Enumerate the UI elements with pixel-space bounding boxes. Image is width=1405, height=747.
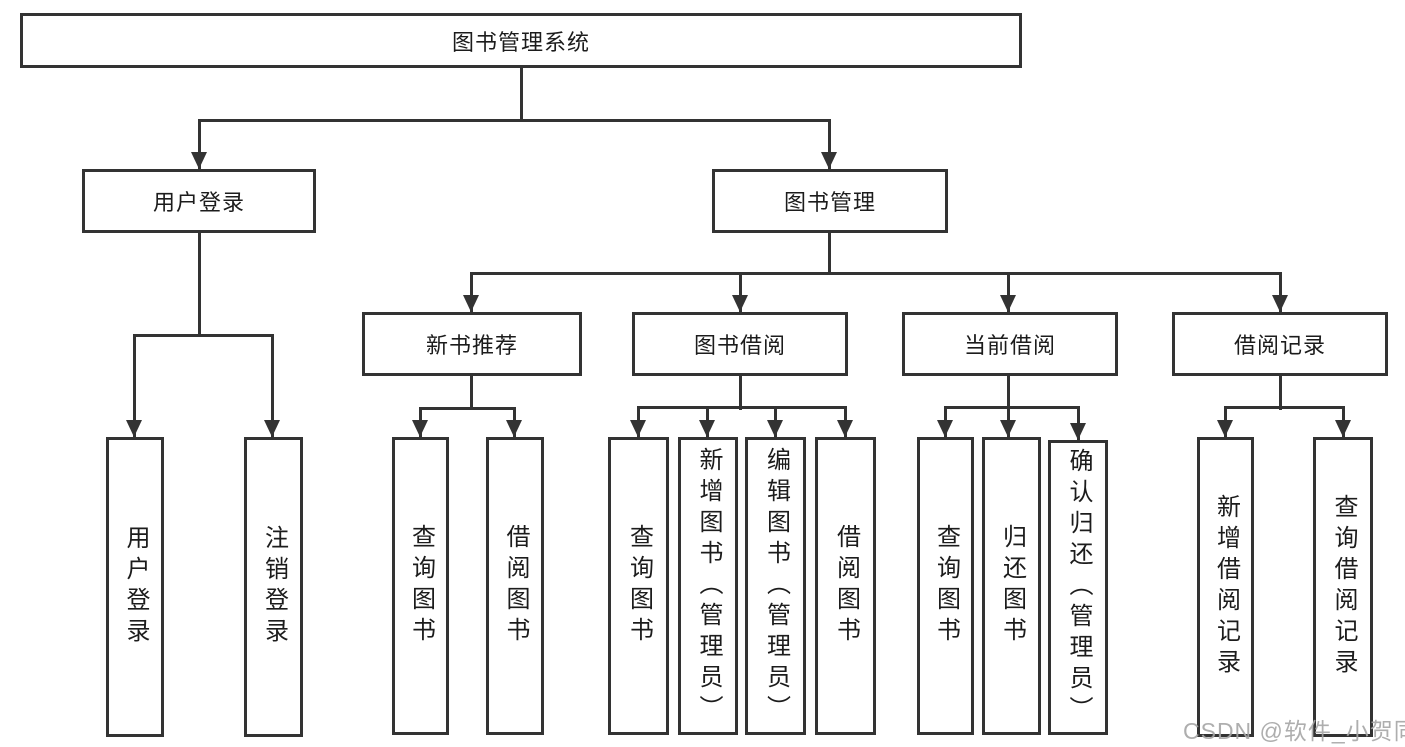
connector-line (827, 120, 831, 169)
leaf-current-confirm-admin: 确认归还（管理员） (1048, 440, 1108, 735)
leaf-record-add: 新增借阅记录 (1197, 437, 1254, 737)
connector-line (636, 405, 847, 409)
arrow-down-icon (506, 420, 522, 437)
node-root: 图书管理系统 (20, 13, 1022, 68)
leaf-logout: 注销登录 (244, 437, 303, 737)
leaf-borrow-add-admin: 新增图书（管理员） (678, 437, 738, 735)
arrow-down-icon (630, 420, 646, 437)
connector-line (827, 232, 831, 275)
connector-line (197, 232, 201, 337)
arrow-down-icon (463, 295, 479, 312)
connector-line (197, 120, 201, 169)
connector-line (943, 405, 1080, 409)
connector-line (469, 271, 1282, 275)
arrow-down-icon (1000, 420, 1016, 437)
arrow-down-icon (1000, 295, 1016, 312)
node-user-login: 用户登录 (82, 169, 316, 233)
csdn-watermark: CSDN @软件_小贺同学 (1183, 718, 1405, 744)
arrow-down-icon (1070, 423, 1086, 440)
node-current-borrow: 当前借阅 (902, 312, 1118, 376)
arrow-down-icon (732, 295, 748, 312)
arrow-down-icon (937, 420, 953, 437)
leaf-borrow-edit-admin: 编辑图书（管理员） (745, 437, 806, 735)
connector-line (132, 335, 136, 437)
arrow-down-icon (1272, 295, 1288, 312)
leaf-current-return: 归还图书 (982, 437, 1041, 735)
node-new-book-recommend: 新书推荐 (362, 312, 582, 376)
leaf-record-query: 查询借阅记录 (1313, 437, 1373, 737)
arrow-down-icon (412, 420, 428, 437)
arrow-down-icon (837, 420, 853, 437)
connector-line (738, 375, 742, 410)
node-borrow-records: 借阅记录 (1172, 312, 1388, 376)
connector-line (1278, 273, 1282, 312)
connector-line (469, 375, 473, 410)
connector-line (418, 406, 516, 410)
node-book-borrow: 图书借阅 (632, 312, 848, 376)
arrow-down-icon (821, 152, 837, 169)
node-book-management: 图书管理 (712, 169, 948, 233)
connector-line (469, 273, 473, 312)
connector-line (1006, 375, 1010, 410)
connector-line (132, 333, 274, 337)
connector-line (1006, 273, 1010, 312)
arrow-down-icon (264, 420, 280, 437)
arrow-down-icon (699, 420, 715, 437)
connector-line (1278, 375, 1282, 410)
arrow-down-icon (1335, 420, 1351, 437)
arrow-down-icon (191, 152, 207, 169)
arrow-down-icon (767, 420, 783, 437)
connector-line (197, 118, 831, 122)
connector-line (738, 273, 742, 312)
leaf-newbook-query: 查询图书 (392, 437, 449, 735)
connector-line (1223, 405, 1345, 409)
leaf-borrow-query: 查询图书 (608, 437, 669, 735)
connector-line (270, 335, 274, 437)
leaf-newbook-borrow: 借阅图书 (486, 437, 544, 735)
arrow-down-icon (126, 420, 142, 437)
leaf-user-login: 用户登录 (106, 437, 164, 737)
leaf-borrow-borrow: 借阅图书 (815, 437, 876, 735)
connector-line (519, 68, 523, 120)
leaf-current-query: 查询图书 (917, 437, 974, 735)
arrow-down-icon (1217, 420, 1233, 437)
